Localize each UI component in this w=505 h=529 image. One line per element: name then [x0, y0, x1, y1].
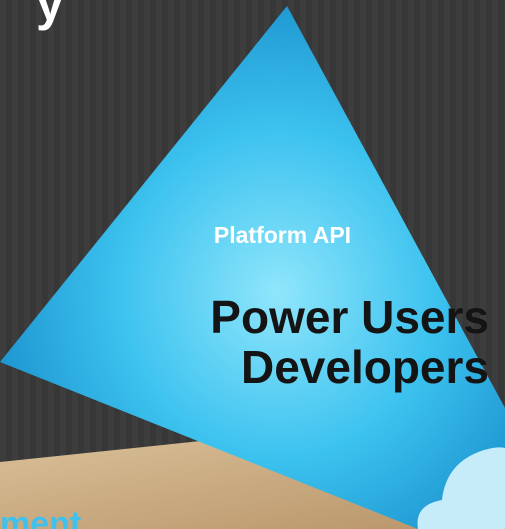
subtitle: Platform API — [213, 222, 352, 248]
headline: Power Users Developers — [210, 292, 489, 392]
bottom-word-fragment: ment — [0, 505, 82, 529]
headline-line-1: Power Users — [210, 291, 489, 343]
blue-triangle-shape — [0, 6, 505, 529]
headline-line-2: Developers — [240, 341, 489, 393]
cloud-shape — [417, 447, 505, 529]
top-word-fragment: y — [36, 0, 65, 31]
